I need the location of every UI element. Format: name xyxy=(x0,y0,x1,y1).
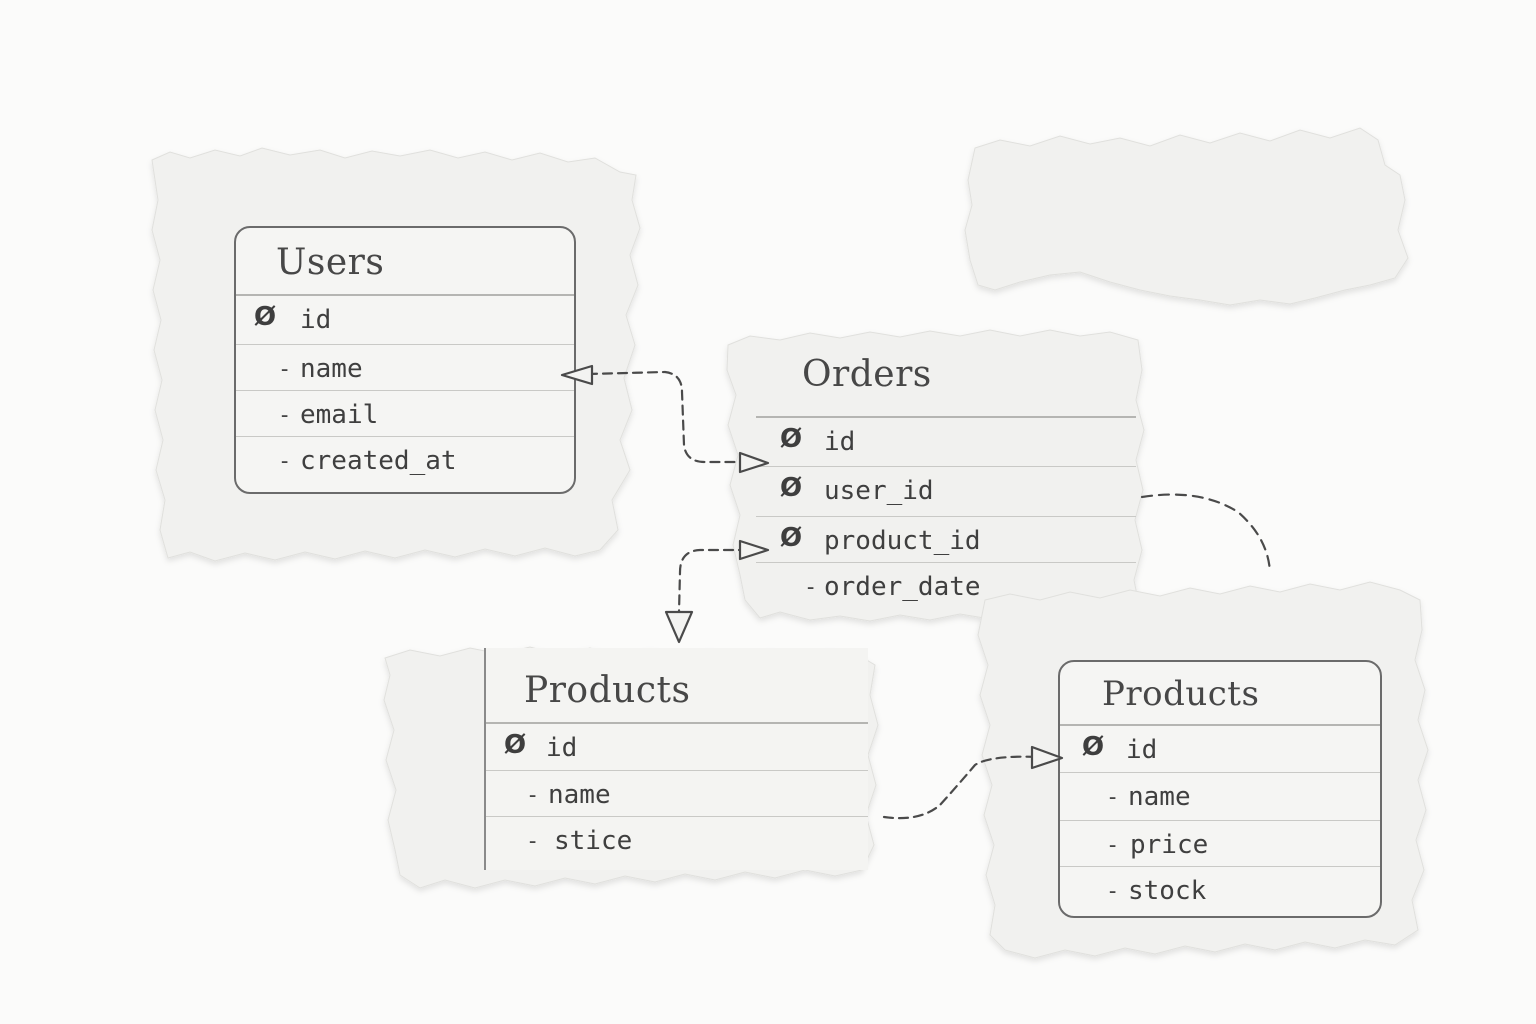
key-symbol-icon: Ø xyxy=(780,473,803,503)
orders-field-product-id[interactable]: Ø product_id xyxy=(756,516,1136,564)
orders-table[interactable]: Orders Ø id Ø user_id Ø product_id - ord… xyxy=(756,340,1136,610)
products-right-field-stock[interactable]: - stock xyxy=(1060,866,1380,914)
key-symbol-icon: Ø xyxy=(504,730,527,760)
field-dash: - xyxy=(1106,879,1120,904)
field-label: stice xyxy=(554,826,633,856)
field-label: user_id xyxy=(824,476,934,506)
users-table[interactable]: Users Ø id - name - email - created_at xyxy=(234,226,576,494)
key-symbol-icon: Ø xyxy=(254,302,277,332)
orders-table-title: Orders xyxy=(802,354,932,395)
users-table-title: Users xyxy=(276,242,385,283)
field-dash: - xyxy=(1106,785,1120,810)
field-label: id xyxy=(824,427,856,457)
field-label: stock xyxy=(1128,876,1207,906)
field-label: name xyxy=(300,354,363,384)
field-dash: - xyxy=(278,449,292,474)
field-label: order_date xyxy=(824,572,981,602)
products-left-field-name[interactable]: - name xyxy=(486,770,868,818)
products-right-table-title: Products xyxy=(1102,674,1260,714)
field-dash: - xyxy=(526,829,540,854)
field-label: name xyxy=(548,780,611,810)
users-field-id[interactable]: Ø id xyxy=(236,294,574,342)
field-dash: - xyxy=(278,403,292,428)
products-left-field-stice[interactable]: - stice xyxy=(486,816,868,864)
products-right-field-price[interactable]: - price xyxy=(1060,820,1380,868)
field-dash: - xyxy=(804,575,818,600)
paper-scrap-empty xyxy=(964,127,1409,306)
field-label: id xyxy=(300,305,332,335)
field-dash: - xyxy=(526,783,540,808)
orders-field-id[interactable]: Ø id xyxy=(756,416,1136,464)
field-label: id xyxy=(546,733,578,763)
products-left-table-title: Products xyxy=(524,670,691,711)
products-right-table[interactable]: Products Ø id - name - price - stock xyxy=(1058,660,1382,918)
orders-field-order-date[interactable]: - order_date xyxy=(756,562,1136,610)
field-label: email xyxy=(300,400,379,430)
users-field-email[interactable]: - email xyxy=(236,390,574,438)
products-left-table[interactable]: Products Ø id - name - stice xyxy=(484,648,868,870)
key-symbol-icon: Ø xyxy=(780,523,803,553)
products-right-field-name[interactable]: - name xyxy=(1060,772,1380,820)
products-right-field-id[interactable]: Ø id xyxy=(1060,724,1380,772)
key-symbol-icon: Ø xyxy=(780,424,803,454)
products-left-field-id[interactable]: Ø id xyxy=(486,722,868,770)
field-label: name xyxy=(1128,782,1191,812)
field-label: created_at xyxy=(300,446,457,476)
field-dash: - xyxy=(1106,833,1120,858)
field-label: price xyxy=(1130,830,1209,860)
users-field-created-at[interactable]: - created_at xyxy=(236,436,574,484)
orders-field-user-id[interactable]: Ø user_id xyxy=(756,466,1136,514)
field-label: id xyxy=(1126,735,1158,765)
field-label: product_id xyxy=(824,526,981,556)
field-dash: - xyxy=(278,357,292,382)
key-symbol-icon: Ø xyxy=(1082,732,1105,762)
users-field-name[interactable]: - name xyxy=(236,344,574,392)
